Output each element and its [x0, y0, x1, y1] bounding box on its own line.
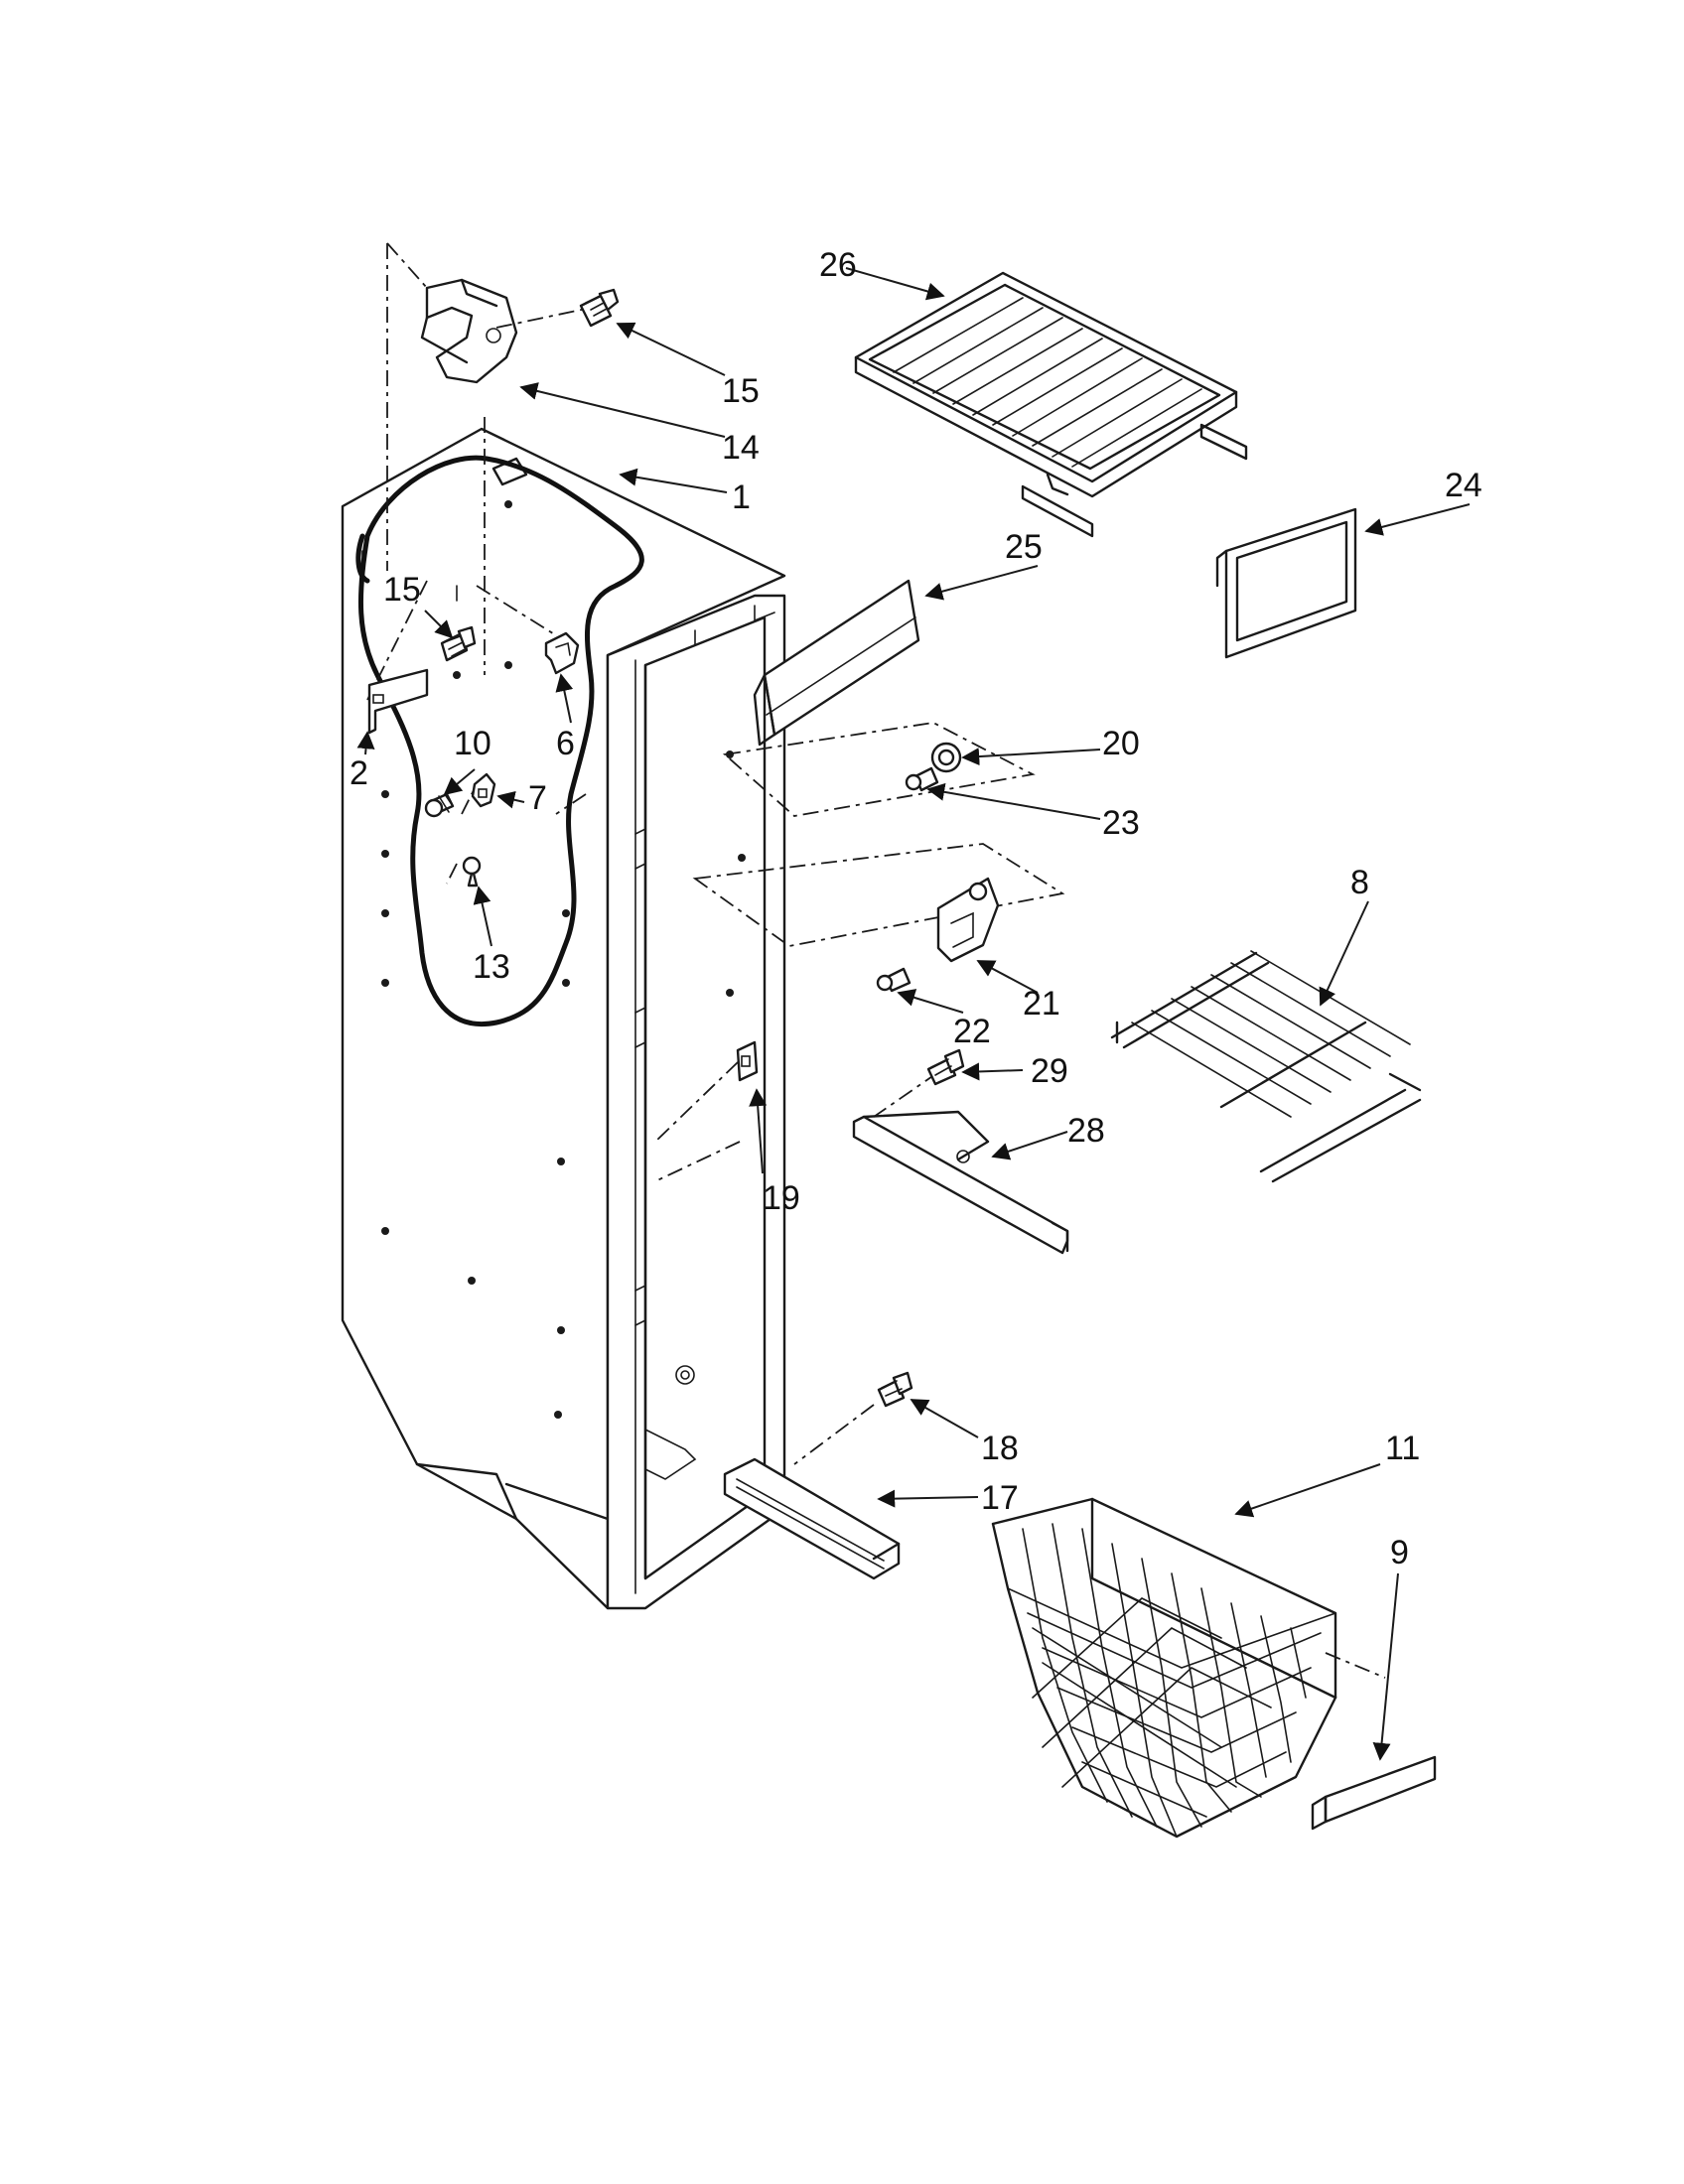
support-bracket-part-28	[852, 1110, 1069, 1255]
callout-17: 17	[981, 1479, 1019, 1517]
basket-trim-part-9	[1311, 1755, 1437, 1831]
screw-part-29	[926, 1048, 965, 1086]
heater-wire	[357, 455, 644, 1026]
hinge-pin-part-20	[930, 742, 962, 773]
callout-9: 9	[1390, 1534, 1409, 1571]
callout-14: 14	[722, 429, 760, 467]
callout-1: 1	[732, 478, 751, 516]
air-duct-part-24	[753, 579, 920, 747]
callout-10: 10	[454, 725, 491, 762]
screw-part-22	[876, 967, 912, 993]
shelf-part-26	[854, 271, 1248, 538]
callout-15-left: 15	[383, 571, 421, 609]
callout-numbers: 26 15 14 1 24 25 15 6 2 10 7 20 23 8 13 …	[350, 246, 1482, 1571]
wire-basket-part-11	[991, 1497, 1337, 1839]
callout-24: 25	[1005, 528, 1043, 566]
shelf-trim-part-23	[1215, 507, 1357, 659]
screw-part-18	[877, 1371, 913, 1408]
wire-shelf-part-8	[1110, 950, 1422, 1183]
switch-part-19	[654, 1040, 759, 1143]
callout-7: 7	[528, 779, 547, 817]
assembly-guide-lines	[366, 243, 1386, 1679]
thermostat-clip-part-7	[471, 772, 496, 808]
fastener-part-13	[462, 856, 482, 887]
callout-28: 28	[1067, 1112, 1105, 1150]
hinge-part-21	[936, 877, 1000, 963]
screw-part-25	[905, 766, 939, 792]
callout-20: 20	[1102, 725, 1140, 762]
callout-19: 19	[763, 1179, 800, 1217]
screw-part-10	[424, 792, 455, 818]
callout-13: 13	[473, 948, 510, 986]
callout-18: 18	[981, 1430, 1019, 1467]
callout-21: 21	[1023, 985, 1060, 1023]
callout-25: 23	[1102, 804, 1140, 842]
clip-part-6	[544, 631, 580, 675]
callout-15-top: 15	[722, 372, 760, 410]
callout-29: 29	[1031, 1052, 1068, 1090]
hinge-bracket-part-14	[420, 278, 518, 384]
grille-part-17	[723, 1457, 901, 1580]
callout-11: 11	[1385, 1430, 1420, 1467]
screw-part-15-left	[440, 625, 477, 662]
callout-22: 22	[953, 1013, 991, 1050]
callout-23: 24	[1445, 467, 1482, 504]
callout-6: 6	[556, 725, 575, 762]
callout-26: 26	[819, 246, 857, 284]
screw-part-15-top	[579, 288, 620, 328]
callout-8: 8	[1350, 864, 1369, 901]
callout-2: 2	[350, 754, 368, 792]
leader-lines	[356, 267, 1471, 1761]
